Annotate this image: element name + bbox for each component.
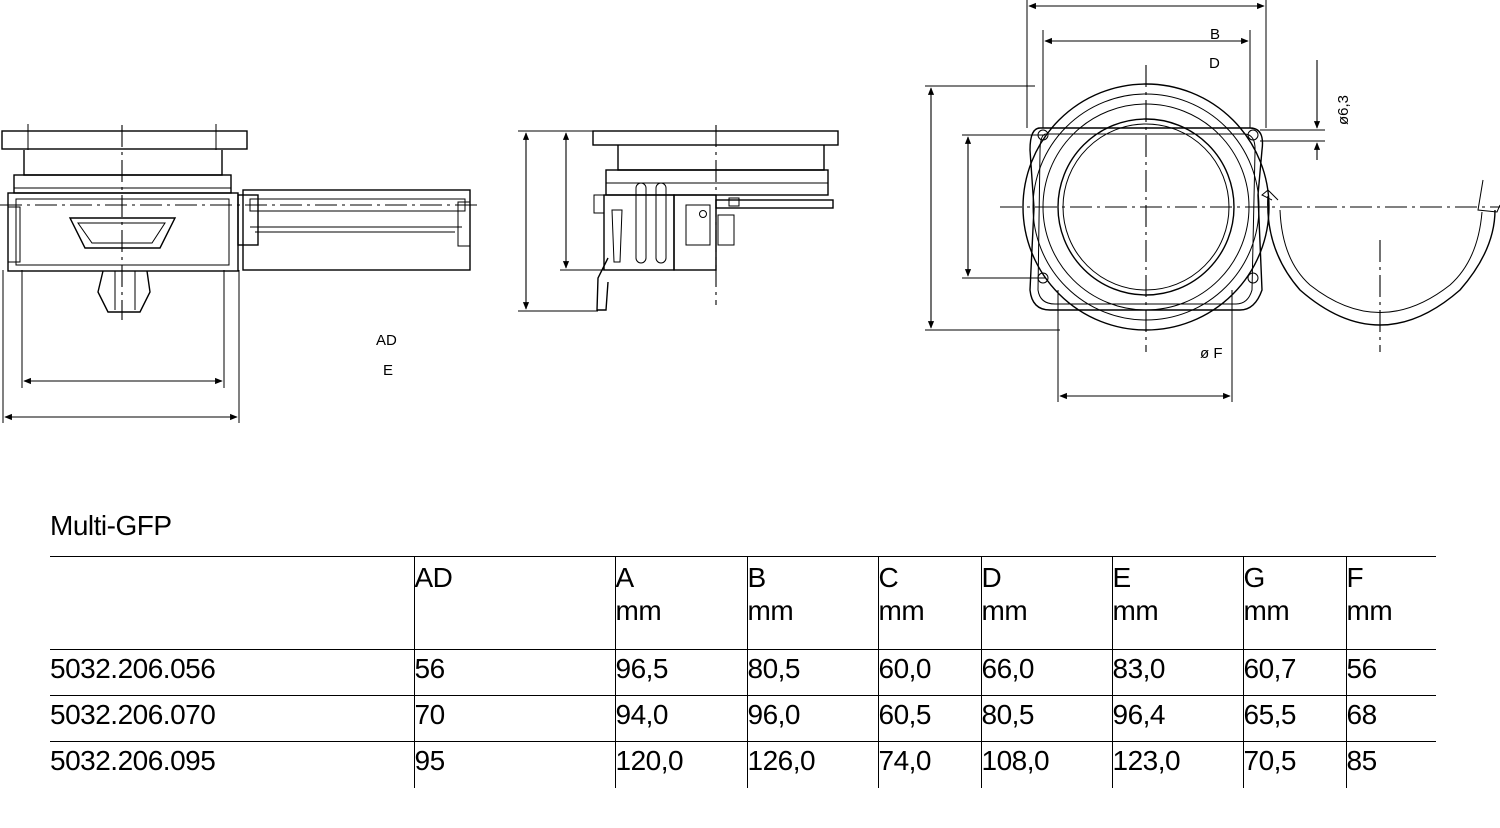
header-cell: AD (413, 556, 615, 650)
table-cell: 80,5 (746, 649, 878, 696)
table-cell: 70,5 (1242, 741, 1346, 788)
table-row: 5032.206.095 95 120,0 126,0 74,0 108,0 1… (50, 741, 1436, 788)
table-row: 5032.206.056 56 96,5 80,5 60,0 66,0 83,0… (50, 649, 1436, 696)
table-cell: 68 (1345, 695, 1436, 742)
dim-label-ad: AD (376, 332, 397, 349)
article-number-cell: 5032.206.095 (50, 745, 216, 776)
table-row: 5032.206.070 70 94,0 96,0 60,5 80,5 96,4… (50, 695, 1436, 742)
top-view (925, 0, 1500, 402)
table-cell: 60,5 (877, 695, 981, 742)
article-number-cell: 5032.206.056 (50, 653, 216, 684)
table-cell: 74,0 (877, 741, 981, 788)
product-title: Multi-GFP (50, 510, 172, 541)
table-cell: 66,0 (980, 649, 1112, 696)
table-cell: 70 (413, 695, 615, 742)
table-cell: 95 (413, 741, 615, 788)
table-cell: 96,0 (746, 695, 878, 742)
dim-label-hole: ø6,3 (1335, 95, 1352, 125)
table-cell: 56 (1345, 649, 1436, 696)
table-cell: 83,0 (1111, 649, 1243, 696)
table-cell: 108,0 (980, 741, 1112, 788)
article-number-cell: 5032.206.070 (50, 699, 216, 730)
side-view (518, 125, 839, 312)
table-cell: 126,0 (746, 741, 878, 788)
dim-label-f: ø F (1200, 345, 1223, 362)
table-cell: 60,7 (1242, 649, 1346, 696)
table-cell: 123,0 (1111, 741, 1243, 788)
header-cell (50, 557, 414, 650)
technical-drawing: AD E (0, 0, 1500, 423)
table-cell: 60,0 (877, 649, 981, 696)
dim-label-b: B (1210, 26, 1220, 43)
dim-label-e: E (383, 362, 393, 379)
table-cell: 96,4 (1111, 695, 1243, 742)
dim-label-d: D (1209, 55, 1220, 72)
table-cell: 96,5 (614, 649, 747, 696)
table-cell: 65,5 (1242, 695, 1346, 742)
table-cell: 80,5 (980, 695, 1112, 742)
table-cell: 85 (1345, 741, 1436, 788)
table-cell: 120,0 (614, 741, 747, 788)
table-cell: 94,0 (614, 695, 747, 742)
front-view (0, 124, 480, 423)
table-cell: 56 (413, 649, 615, 696)
